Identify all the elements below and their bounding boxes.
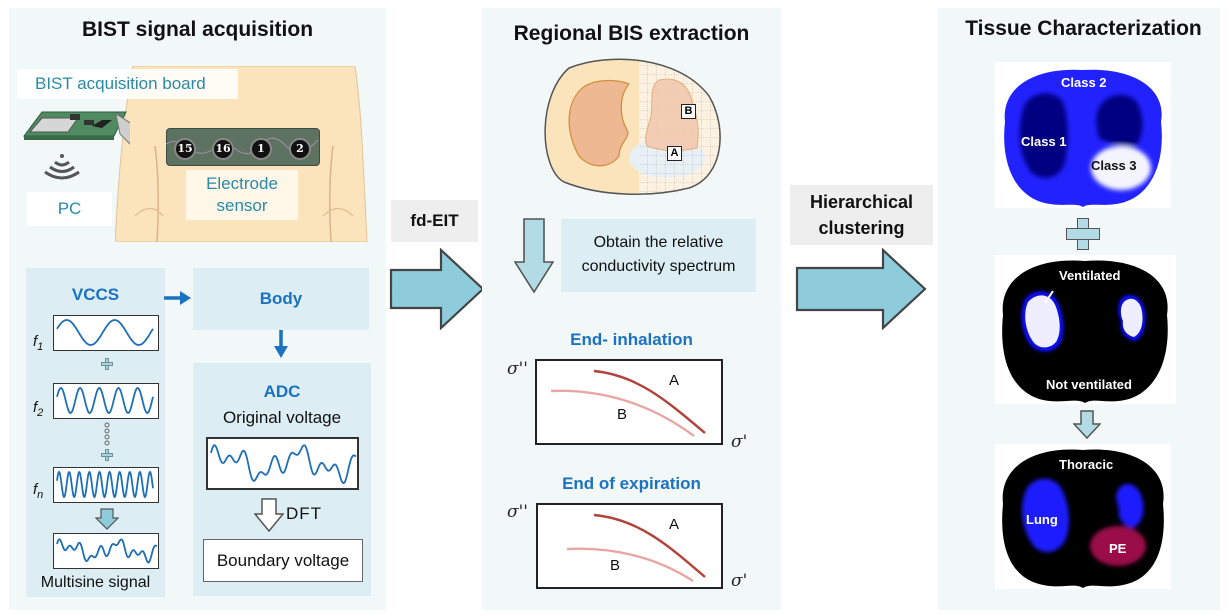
original-voltage-box <box>206 437 359 490</box>
region-b-marker: B <box>681 104 696 119</box>
electrode-1: 1 <box>250 138 272 160</box>
plot1-curve-a-label: A <box>669 372 680 389</box>
plus-icon <box>101 358 113 370</box>
lung-label: Lung <box>1026 512 1058 527</box>
plot1-curve-b-label: B <box>617 406 628 423</box>
electrode-16: 16 <box>212 138 234 160</box>
fd-eit-label: fd-EIT <box>391 200 478 242</box>
ventilation-map-image: Ventilated Not ventilated <box>995 255 1176 404</box>
plot2-y-axis-label: σ'' <box>507 502 528 522</box>
adc-title: ADC <box>263 382 301 401</box>
class-1-label: Class 1 <box>1021 134 1067 149</box>
plus-icon <box>1066 218 1100 250</box>
body-box <box>193 268 369 330</box>
thoracic-label: Thoracic <box>1059 457 1114 472</box>
electrode-label-line2: sensor <box>216 196 268 215</box>
sine-f2-box <box>53 383 159 419</box>
sine-f1-box <box>53 315 159 351</box>
curve-b <box>566 547 694 583</box>
acquisition-title: BIST signal acquisition <box>81 18 314 41</box>
original-voltage-wave <box>210 444 357 485</box>
freq-sub: n <box>37 489 44 501</box>
characterization-title: Tissue Characterization <box>965 17 1202 40</box>
hierarchical-clustering-label: Hierarchical clustering <box>790 185 933 245</box>
class-map-image: Class 2 Class 1 Class 3 <box>995 62 1171 208</box>
class-2-label: Class 2 <box>1061 75 1107 90</box>
extraction-title: Regional BIS extraction <box>513 22 750 45</box>
board-label: BIST acquisition board <box>17 69 238 99</box>
curve-b <box>550 389 695 437</box>
fd-eit-arrow-icon <box>389 248 485 330</box>
sine-f2-wave <box>56 387 154 414</box>
sine-fn-box <box>53 467 159 503</box>
vccs-title: VCCS <box>71 285 120 304</box>
ventilated-label: Ventilated <box>1059 268 1121 283</box>
clustering-arrow-icon <box>795 248 927 330</box>
clustering-line1: Hierarchical <box>809 192 914 212</box>
freq-sub: 2 <box>37 407 44 419</box>
tissue-map-image: Thoracic Lung PE <box>995 444 1171 589</box>
wireless-icon <box>44 154 80 180</box>
plot2-curve-a-label: A <box>669 516 680 533</box>
freq-label-1: f1 <box>33 333 43 353</box>
step-label-line1: Obtain the relative <box>593 234 724 251</box>
multisine-box <box>53 533 159 569</box>
dft-label: DFT <box>286 504 323 523</box>
not-ventilated-label: Not ventilated <box>1046 377 1132 392</box>
thorax-cross-section <box>544 58 721 195</box>
down-arrow-icon <box>95 508 119 530</box>
class-3-label: Class 3 <box>1091 158 1137 173</box>
down-arrow-icon <box>254 498 284 532</box>
vertical-ellipsis-icon <box>104 422 110 446</box>
down-arrow-icon <box>514 218 554 294</box>
down-arrow-icon <box>274 330 288 358</box>
sine-fn-wave <box>56 470 154 499</box>
electrode-label-line1: Electrode <box>206 174 278 193</box>
freq-label-2: f2 <box>33 399 43 419</box>
plot1-curves <box>550 369 706 437</box>
electrode-2: 2 <box>289 138 311 160</box>
acquisition-board-icon <box>23 111 130 145</box>
plot-title-inhalation: End- inhalation <box>570 330 693 349</box>
plot-expiration <box>536 503 723 589</box>
plot2-curve-b-label: B <box>610 557 621 574</box>
plot-inhalation <box>535 359 723 445</box>
plot1-x-axis-label: σ' <box>731 432 748 452</box>
right-arrow-icon <box>164 291 191 305</box>
freq-base: f <box>33 399 38 416</box>
curve-a <box>593 513 706 578</box>
curve-a <box>593 369 706 434</box>
pe-label: PE <box>1109 541 1127 556</box>
plot2-x-axis-label: σ' <box>731 571 748 591</box>
electrode-15: 15 <box>174 138 196 160</box>
step-label-line2: conductivity spectrum <box>581 258 736 275</box>
region-a-marker: A <box>667 146 682 161</box>
plot-title-expiration: End of expiration <box>562 474 701 493</box>
conductivity-step-box: Obtain the relative conductivity spectru… <box>561 219 756 292</box>
electrode-sensor-label: Electrode sensor <box>186 170 298 220</box>
body-label: Body <box>259 289 303 308</box>
plot1-y-axis-label: σ'' <box>507 359 528 379</box>
freq-base: f <box>33 333 38 350</box>
clustering-line2: clustering <box>818 218 905 238</box>
original-voltage-label: Original voltage <box>222 408 342 427</box>
down-arrow-icon <box>1073 410 1101 440</box>
multisine-wave <box>56 538 157 564</box>
pc-label: PC <box>27 192 112 226</box>
multisine-label: Multisine signal <box>40 574 151 591</box>
freq-label-n: fn <box>33 481 43 501</box>
plot2-curves <box>566 513 706 583</box>
freq-base: f <box>33 481 38 498</box>
plus-icon <box>101 449 113 461</box>
boundary-voltage-box: Boundary voltage <box>203 539 363 582</box>
freq-sub: 1 <box>37 341 44 353</box>
sine-f1-wave <box>56 319 154 346</box>
